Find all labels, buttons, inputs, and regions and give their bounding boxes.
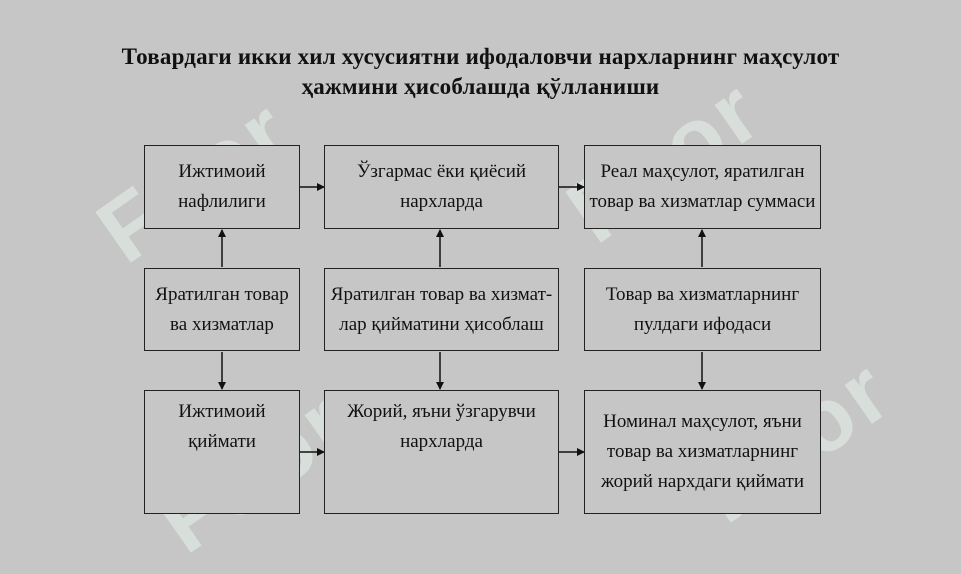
box-line: жорий нархдаги қиймати [600,471,805,492]
box-line: қиймати [188,431,256,452]
connector-arrows [218,183,706,456]
box-line: Яратилган товар [155,283,289,305]
box-line: товар ва хизматларнинг [606,441,799,462]
box-current-prices: Жорий, яъни ўзгарувчи нархларда [324,390,559,514]
box-line: Ўзгармас ёки қиёсий [356,161,527,182]
box-line: Товар ва хизматларнинг [605,283,800,305]
box-line: Ижтимоий [178,401,266,422]
diagram-title: Товардаги икки хил хусусиятни ифодаловчи… [0,42,961,102]
box-line: Реал маҳсулот, яратилган [600,161,805,182]
box-line: пулдаги ифодаси [633,313,772,335]
box-nominal-product: Номинал маҳсулот, яъни товар ва хизматла… [584,390,821,514]
box-line: нархларда [400,431,483,452]
box-created-goods: Яратилган товар ва хизматлар [144,268,300,351]
box-line: нафлилиги [178,191,266,212]
box-value-calculation: Яратилган товар ва хизмат- лар қийматини… [324,268,559,351]
box-line: ва хизматлар [170,313,274,335]
box-line: Номинал маҳсулот, яъни [603,411,802,432]
box-line: нархларда [400,191,483,212]
box-line: Яратилган товар ва хизмат- [330,283,553,305]
box-constant-prices: Ўзгармас ёки қиёсий нархларда [324,145,559,229]
box-line: Жорий, яъни ўзгарувчи [347,401,536,422]
box-line: лар қийматини ҳисоблаш [339,313,544,335]
box-social-utility: Ижтимоий нафлилиги [144,145,300,229]
box-line: Ижтимоий [178,161,266,182]
box-monetary-expression: Товар ва хизматларнинг пулдаги ифодаси [584,268,821,351]
box-real-product: Реал маҳсулот, яратилган товар ва хизмат… [584,145,821,229]
diagram-title-line-1: Товардаги икки хил хусусиятни ифодаловчи… [121,44,840,69]
box-line: товар ва хизматлар суммаси [589,191,816,212]
diagram-title-line-2: ҳажмини ҳисоблашда қўлланиши [301,74,660,99]
box-social-value: Ижтимоий қиймати [144,390,300,514]
